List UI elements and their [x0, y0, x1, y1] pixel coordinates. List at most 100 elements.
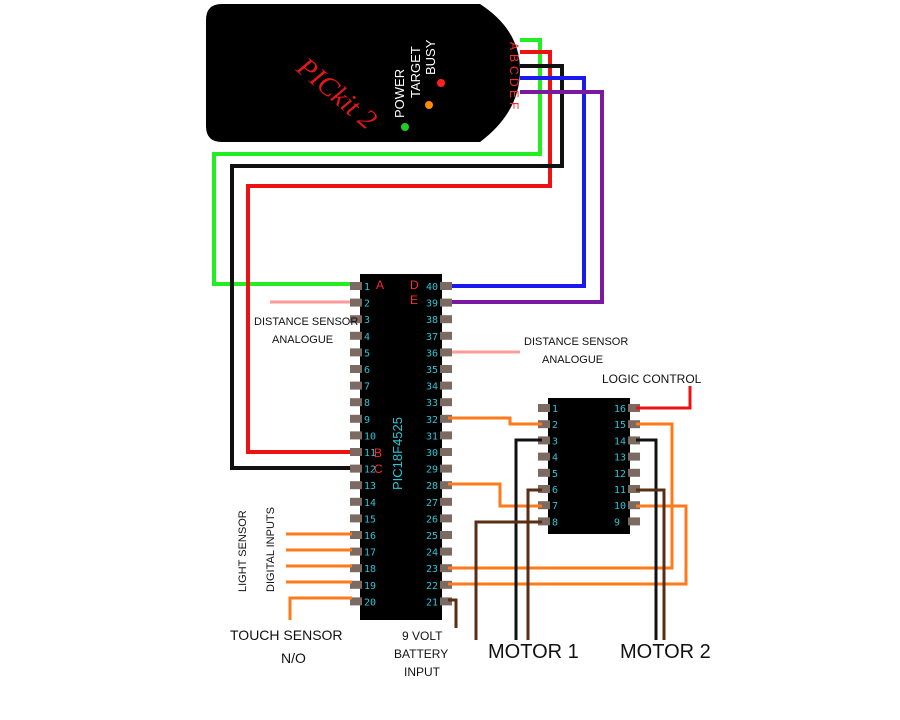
mcu-right-pin-29	[440, 464, 452, 473]
wire-purple	[448, 90, 604, 304]
mcu-right-pin-label: 28	[426, 481, 438, 492]
mcu-left-pin-6	[350, 365, 362, 373]
mcu-right-pin-label: 24	[426, 548, 438, 559]
mcu-right-pin-35	[440, 365, 452, 373]
wire-blue	[448, 76, 586, 288]
wire-orange-32	[448, 416, 542, 426]
label-touch-sensor-1: TOUCH SENSOR	[230, 627, 343, 643]
wire-motor1-a	[514, 438, 542, 640]
mcu-right-pin-31	[440, 431, 452, 440]
driver-right-pin-label: 15	[614, 420, 626, 431]
driver-right-pin-16	[628, 404, 640, 412]
mcu-chip	[360, 274, 442, 620]
wire-motor1-b	[526, 488, 542, 640]
driver-right-pin-15	[628, 420, 640, 429]
driver-right-pin-label: 13	[614, 453, 626, 464]
mcu-left-pin-label: 13	[364, 481, 376, 492]
mcu-left-pin-label: 2	[364, 299, 370, 310]
mcu-left-pin-label: 20	[364, 597, 376, 608]
label-touch-sensor-2: N/O	[281, 650, 306, 666]
mcu-right-pin-32	[440, 414, 452, 423]
driver-right-pin-label: 12	[614, 469, 626, 480]
mcu-right-pin-26	[440, 514, 452, 523]
mcu-left-pin-label: 3	[364, 315, 370, 326]
led-power-icon	[401, 123, 409, 131]
mcu-left-pin-label: 1	[364, 282, 370, 293]
mcu-left-pin-10	[350, 431, 362, 440]
driver-left-pin-label: 8	[552, 517, 558, 528]
pickit-pin-b: B	[507, 54, 521, 62]
wire-orange-28	[448, 482, 542, 508]
mcu-left-pin-2	[350, 298, 362, 307]
label-motor-1: MOTOR 1	[488, 641, 579, 663]
mcu-left-pin-18	[350, 564, 362, 573]
mcu-right-pin-28	[440, 481, 452, 490]
driver-left-pin-label: 5	[552, 469, 558, 480]
mcu-right-pin-label: 36	[426, 348, 438, 359]
driver-chip	[548, 398, 630, 534]
mcu-left-pin-label: 19	[364, 581, 376, 592]
mcu-left-pin-13	[350, 481, 362, 490]
driver-left-pin-1	[538, 404, 550, 412]
led-busy-icon	[437, 79, 445, 87]
label-digital-inputs: DIGITAL INPUTS	[265, 507, 277, 592]
driver-left-pin-label: 7	[552, 501, 558, 512]
mcu-right-pin-label: 34	[426, 382, 438, 393]
mcu-left-pin-label: 18	[364, 564, 376, 575]
mcu-left-pin-19	[350, 580, 362, 589]
driver-left-pin-3	[538, 436, 550, 445]
driver-left-pin-7	[538, 501, 550, 510]
mcu-left-pin-label: 4	[364, 332, 370, 343]
mcu-right-pin-label: 26	[426, 514, 438, 525]
mcu-right-pin-22	[440, 580, 452, 589]
driver-left-pin-2	[538, 420, 550, 429]
driver-right-pin-9	[628, 517, 640, 526]
pickit-pin-d: D	[507, 78, 521, 87]
pickit-pin-a: A	[507, 42, 521, 50]
led-label-busy: BUSY	[423, 39, 438, 75]
mcu-right-pin-39	[440, 298, 452, 307]
mcu-right-pin-label: 39	[426, 299, 438, 310]
led-label-target: TARGET	[408, 46, 423, 98]
mcu-tag-b: B	[374, 446, 382, 460]
mcu-left-pin-17	[350, 547, 362, 556]
mcu-left-pin-label: 12	[364, 465, 376, 476]
mcu-tag-c: C	[374, 462, 383, 476]
led-target-icon	[425, 101, 433, 109]
driver-left-pin-label: 3	[552, 436, 558, 447]
mcu-right-pin-24	[440, 547, 452, 556]
pickit-pin-e: E	[507, 90, 521, 98]
driver-right-pin-11	[628, 485, 640, 493]
wire-touch-sensor	[288, 596, 352, 620]
mcu-pins: 1234567891011121314151617181920403938373…	[350, 282, 452, 608]
mcu-right-pin-38	[440, 315, 452, 324]
wire-green	[212, 38, 542, 286]
driver-left-pin-label: 6	[552, 485, 558, 496]
mcu-left-pin-20	[350, 597, 362, 606]
mcu-left-pin-label: 14	[364, 498, 376, 509]
mcu-right-pin-label: 25	[426, 531, 438, 542]
mcu-right-pin-label: 29	[426, 465, 438, 476]
mcu-left-pin-3	[350, 315, 362, 324]
mcu-left-pin-label: 8	[364, 398, 370, 409]
mcu-part: PIC18F4525	[390, 417, 405, 490]
label-logic-control: LOGIC CONTROL	[602, 372, 702, 386]
mcu-left-pin-9	[350, 414, 362, 423]
wire-logic-control	[636, 386, 692, 410]
mcu-tag-a: A	[376, 278, 384, 292]
driver-right-pin-label: 11	[614, 485, 626, 496]
mcu-left-pin-label: 7	[364, 382, 370, 393]
driver-right-pin-10	[628, 501, 640, 510]
driver-right-pin-label: 9	[614, 517, 620, 528]
driver-left-pin-label: 4	[552, 453, 558, 464]
mcu-right-pin-label: 33	[426, 398, 438, 409]
label-battery-2: BATTERY	[394, 647, 448, 661]
mcu-left-pin-12	[350, 464, 362, 473]
mcu-right-pin-33	[440, 398, 452, 407]
wire-battery	[474, 520, 542, 640]
driver-right-pin-label: 16	[614, 404, 626, 415]
mcu-right-pin-36	[440, 348, 452, 357]
mcu-right-pin-40	[440, 282, 452, 290]
